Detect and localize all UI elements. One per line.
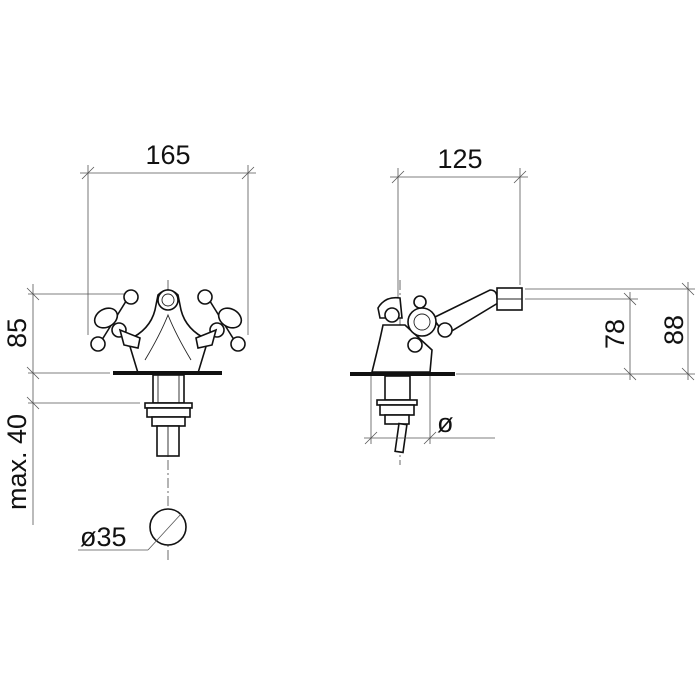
spout-height-label: 78	[600, 319, 630, 349]
side-hole-label: ø	[437, 408, 454, 438]
front-view: 165 85 max. 40	[2, 140, 256, 560]
width-label: 165	[145, 140, 190, 170]
side-view: 125 78 88	[350, 144, 695, 465]
height-dimensions: 78 88	[456, 282, 695, 381]
height-label: 85	[2, 318, 32, 348]
total-height-label: 88	[659, 315, 689, 345]
faucet-front	[90, 280, 246, 560]
hole-diameter-dimension: ø	[364, 376, 495, 445]
hole-detail: ø35	[78, 508, 187, 552]
depth-dimension: 125	[390, 144, 528, 300]
width-dimension: 165	[80, 140, 256, 335]
height-dimension: 85 max. 40	[2, 284, 140, 525]
left-handle	[90, 289, 141, 352]
right-handle	[195, 289, 246, 352]
hole-label: ø35	[80, 522, 127, 552]
depth-label: 125	[437, 144, 482, 174]
thickness-label: max. 40	[2, 414, 32, 510]
faucet-side	[350, 280, 523, 465]
